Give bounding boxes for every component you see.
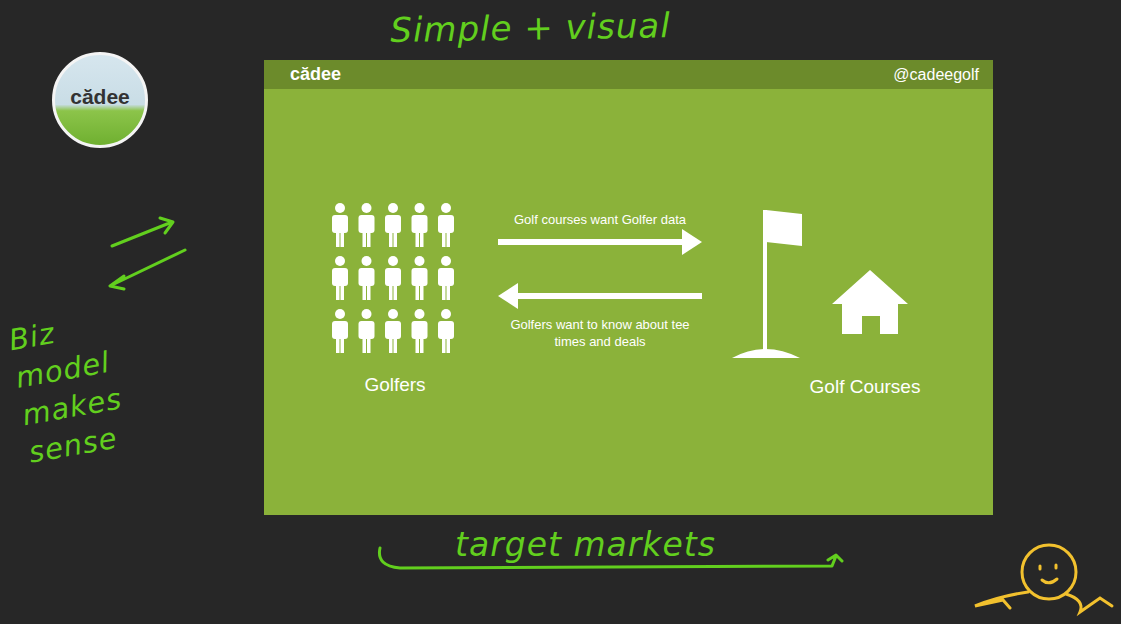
person-body <box>438 321 454 339</box>
person-leg <box>367 284 371 300</box>
person-body <box>385 268 401 286</box>
person-leg <box>420 231 424 247</box>
golfers-group: Golfers <box>320 198 470 396</box>
golf-courses-group: Golf Courses <box>730 200 920 398</box>
arrowhead <box>682 229 702 255</box>
person-head <box>362 256 372 266</box>
person-leg <box>363 337 367 353</box>
person-head <box>335 309 345 319</box>
person-head <box>388 309 398 319</box>
person-leg <box>447 231 451 247</box>
person-head <box>441 309 451 319</box>
person-body <box>385 215 401 233</box>
arrow-shaft <box>516 293 702 299</box>
handwritten-note: Simple + visual <box>390 4 751 50</box>
clubhouse <box>832 270 908 334</box>
person-leg <box>389 337 393 353</box>
left-arrow-sketch <box>110 250 185 289</box>
person-head <box>415 309 425 319</box>
person-leg <box>389 284 393 300</box>
green-mound <box>732 349 800 358</box>
group-label: Golf Courses <box>770 376 960 398</box>
edge-label: Golf courses want Golfer data <box>495 211 705 228</box>
person-head <box>441 256 451 266</box>
person-head <box>335 203 345 213</box>
person-body <box>359 268 375 286</box>
arrow-shaft <box>498 239 684 245</box>
person-leg <box>394 284 398 300</box>
person-leg <box>389 231 393 247</box>
person-leg <box>420 337 424 353</box>
course-icons <box>730 200 920 360</box>
person-body <box>412 321 428 339</box>
person-leg <box>363 231 367 247</box>
flow-arrow <box>498 229 702 255</box>
person-leg <box>442 231 446 247</box>
person-head <box>388 256 398 266</box>
person-leg <box>394 231 398 247</box>
person-body <box>438 215 454 233</box>
header-band: cădee @cadeegolf <box>264 60 993 89</box>
person-leg <box>336 231 340 247</box>
person-body <box>412 215 428 233</box>
right-arrow-sketch <box>112 218 173 246</box>
person-leg <box>442 284 446 300</box>
person-body <box>438 268 454 286</box>
person-leg <box>336 284 340 300</box>
arrowhead <box>498 283 518 309</box>
person-head <box>335 256 345 266</box>
flag <box>766 210 802 246</box>
person-body <box>359 215 375 233</box>
person-body <box>332 321 348 339</box>
logo-circle: cădee <box>52 52 148 148</box>
person-body <box>359 321 375 339</box>
people-icons <box>327 198 463 356</box>
person-body <box>332 268 348 286</box>
brand-name: cădee <box>290 64 341 85</box>
person-leg <box>442 337 446 353</box>
handwritten-note: target markets <box>455 525 815 564</box>
handwritten-note: Biz model makes sense <box>6 301 151 472</box>
person-head <box>362 203 372 213</box>
smiley-doodle <box>975 545 1112 612</box>
group-label: Golfers <box>320 374 470 396</box>
person-leg <box>416 337 420 353</box>
person-leg <box>416 231 420 247</box>
person-body <box>412 268 428 286</box>
person-leg <box>447 337 451 353</box>
person-body <box>385 321 401 339</box>
flow-arrow <box>498 283 702 309</box>
person-leg <box>447 284 451 300</box>
person-leg <box>367 337 371 353</box>
person-head <box>362 309 372 319</box>
edge-label: Golfers want to know about tee times and… <box>495 316 705 350</box>
person-head <box>415 203 425 213</box>
person-head <box>415 256 425 266</box>
logo-text: cădee <box>70 85 130 109</box>
handle-text: @cadeegolf <box>893 66 979 84</box>
slide-panel: Golfers Golf Courses cădee @cadeegolfGolf c… <box>264 60 993 515</box>
person-leg <box>341 231 345 247</box>
person-leg <box>363 284 367 300</box>
person-leg <box>341 284 345 300</box>
person-leg <box>341 337 345 353</box>
person-body <box>332 215 348 233</box>
person-leg <box>416 284 420 300</box>
person-leg <box>394 337 398 353</box>
person-leg <box>420 284 424 300</box>
person-head <box>388 203 398 213</box>
person-head <box>441 203 451 213</box>
person-leg <box>336 337 340 353</box>
person-leg <box>367 231 371 247</box>
